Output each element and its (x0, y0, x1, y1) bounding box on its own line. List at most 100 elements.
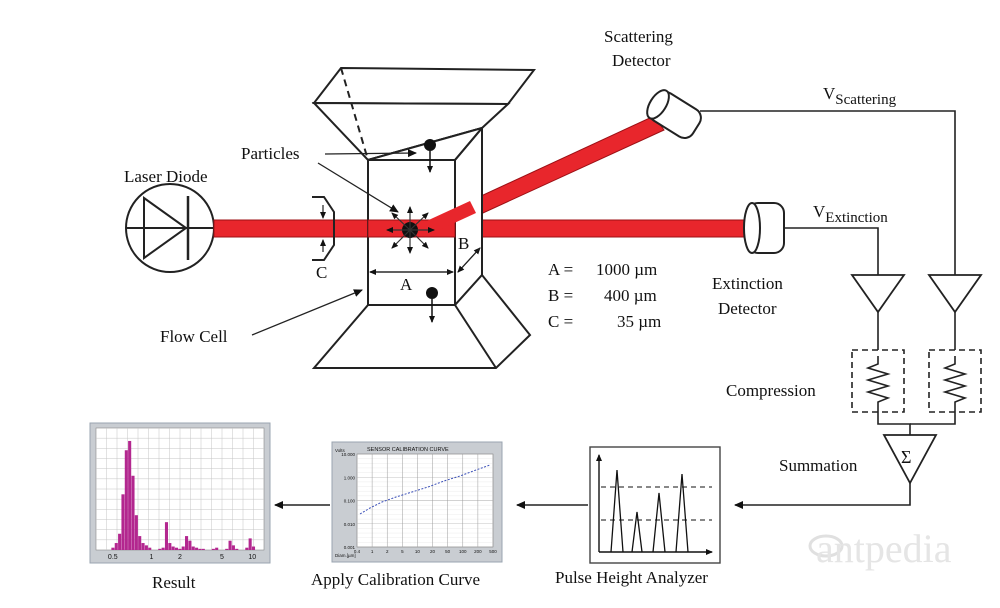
result-bar (131, 475, 135, 550)
calibration-x-tick: 1 (371, 549, 374, 554)
result-bar (251, 546, 256, 550)
summation-amplifier (882, 434, 938, 485)
watermark: antpedia (808, 526, 952, 571)
flow-cell-label: Flow Cell (160, 327, 228, 346)
result-histogram (111, 440, 256, 550)
dim-b-label: B (458, 234, 469, 253)
result-bar (228, 540, 232, 550)
summation-label: Summation (779, 456, 858, 475)
result-bar (181, 546, 185, 550)
extinction-detector-label-2: Detector (718, 299, 777, 318)
calibration-x-tick: 20 (430, 549, 436, 554)
result-grid (96, 428, 264, 550)
dim-c-label: C (316, 263, 327, 282)
calibration-x-tick: 0.4 (354, 549, 361, 554)
pulse-height-analyzer (589, 446, 721, 564)
calibration-label: Apply Calibration Curve (311, 570, 480, 589)
calibration-grid (356, 453, 494, 548)
scatter-rays (386, 206, 435, 254)
result-bar (118, 533, 122, 550)
calibration-y-tick: 0.010 (344, 522, 356, 527)
dim-b-arrow-down (457, 247, 481, 273)
result-chart: 0.5 1 2 5 10 (89, 422, 271, 564)
result-bar (235, 548, 239, 550)
result-bar (138, 536, 142, 550)
signal-wires (700, 110, 956, 509)
compression-label: Compression (726, 381, 816, 400)
calibration-y-tick: 0.100 (344, 499, 356, 504)
particles-arrow-center (317, 162, 399, 213)
aperture-c (312, 196, 335, 261)
result-x-tick: 5 (220, 554, 224, 561)
extinction-detector-label-1: Extinction (712, 274, 783, 293)
calibration-y-tick: 10.000 (341, 452, 355, 457)
result-bar (231, 545, 235, 550)
result-bar (188, 540, 192, 550)
result-bar (161, 547, 165, 550)
result-bar (178, 548, 182, 550)
result-bar (141, 543, 145, 550)
dim-c-key: C = (548, 312, 573, 331)
result-bar (215, 547, 219, 550)
calibration-ylabel: Volts (335, 448, 346, 453)
calibration-x-tick: 50 (445, 549, 451, 554)
result-bar (171, 546, 175, 550)
result-bar (198, 548, 202, 550)
result-bar (121, 494, 125, 550)
particles-label: Particles (241, 144, 300, 163)
calibration-y-ticks: 10.000 1.000 0.100 0.010 0.001 (341, 452, 355, 550)
result-x-ticks: 0.5 1 2 5 10 (108, 554, 256, 561)
dimensions-legend: A = 1000 µm B = 400 µm C = 35 µm (548, 260, 661, 331)
calibration-y-tick: 0.001 (344, 545, 356, 550)
result-bar (201, 548, 205, 550)
result-label: Result (152, 573, 196, 592)
result-bar (144, 545, 148, 550)
result-bar (174, 547, 179, 550)
flow-cell-arrow (251, 289, 363, 336)
calibration-xlabel: Diam.[µm] (335, 553, 356, 558)
result-x-tick: 10 (248, 554, 256, 561)
laser-diode-label: Laser Diode (124, 167, 208, 186)
extinction-amplifier (850, 274, 906, 314)
result-bar (111, 547, 115, 550)
result-bar (148, 547, 152, 550)
scattering-detector (646, 89, 702, 140)
scattering-detector-label-2: Detector (612, 51, 671, 70)
calibration-curve (359, 464, 491, 515)
result-bar (195, 547, 199, 550)
dim-a-value: 1000 µm (596, 260, 657, 279)
calibration-x-tick: 10 (415, 549, 421, 554)
dim-c-value: 35 µm (617, 312, 661, 331)
calibration-x-tick: 5 (401, 549, 404, 554)
compression-block-extinction (851, 349, 905, 413)
result-x-tick: 0.5 (108, 554, 118, 561)
calibration-x-tick: 200 (474, 549, 482, 554)
calibration-x-tick: 100 (459, 549, 467, 554)
result-bar (168, 543, 172, 550)
dim-b-key: B = (548, 286, 573, 305)
flow-cell (311, 66, 537, 369)
dim-b-value: 400 µm (604, 286, 657, 305)
result-bar (114, 543, 118, 550)
scattering-detector-label-1: Scattering (604, 27, 673, 46)
result-x-tick: 1 (149, 554, 153, 561)
calibration-x-ticks: 0.4 1 2 5 10 20 50 100 200 500 (354, 549, 497, 554)
pulse-height-analyzer-label: Pulse Height Analyzer (555, 568, 708, 587)
result-bar (164, 522, 169, 550)
laser-diode (125, 183, 215, 273)
result-bar (248, 538, 252, 550)
calibration-x-tick: 500 (489, 549, 497, 554)
result-x-tick: 2 (178, 554, 182, 561)
result-bar (134, 515, 138, 550)
dim-a-key: A = (548, 260, 573, 279)
calibration-chart-title: SENSOR CALIBRATION CURVE (367, 447, 449, 453)
compression-block-scattering (928, 349, 982, 413)
extinction-detector (743, 202, 785, 254)
calibration-x-tick: 2 (386, 549, 389, 554)
calibration-y-tick: 1.000 (344, 475, 356, 480)
result-bar (158, 548, 162, 550)
result-bar (225, 548, 229, 550)
dim-a-label: A (400, 275, 413, 294)
v-extinction-label: VExtinction (813, 202, 888, 226)
